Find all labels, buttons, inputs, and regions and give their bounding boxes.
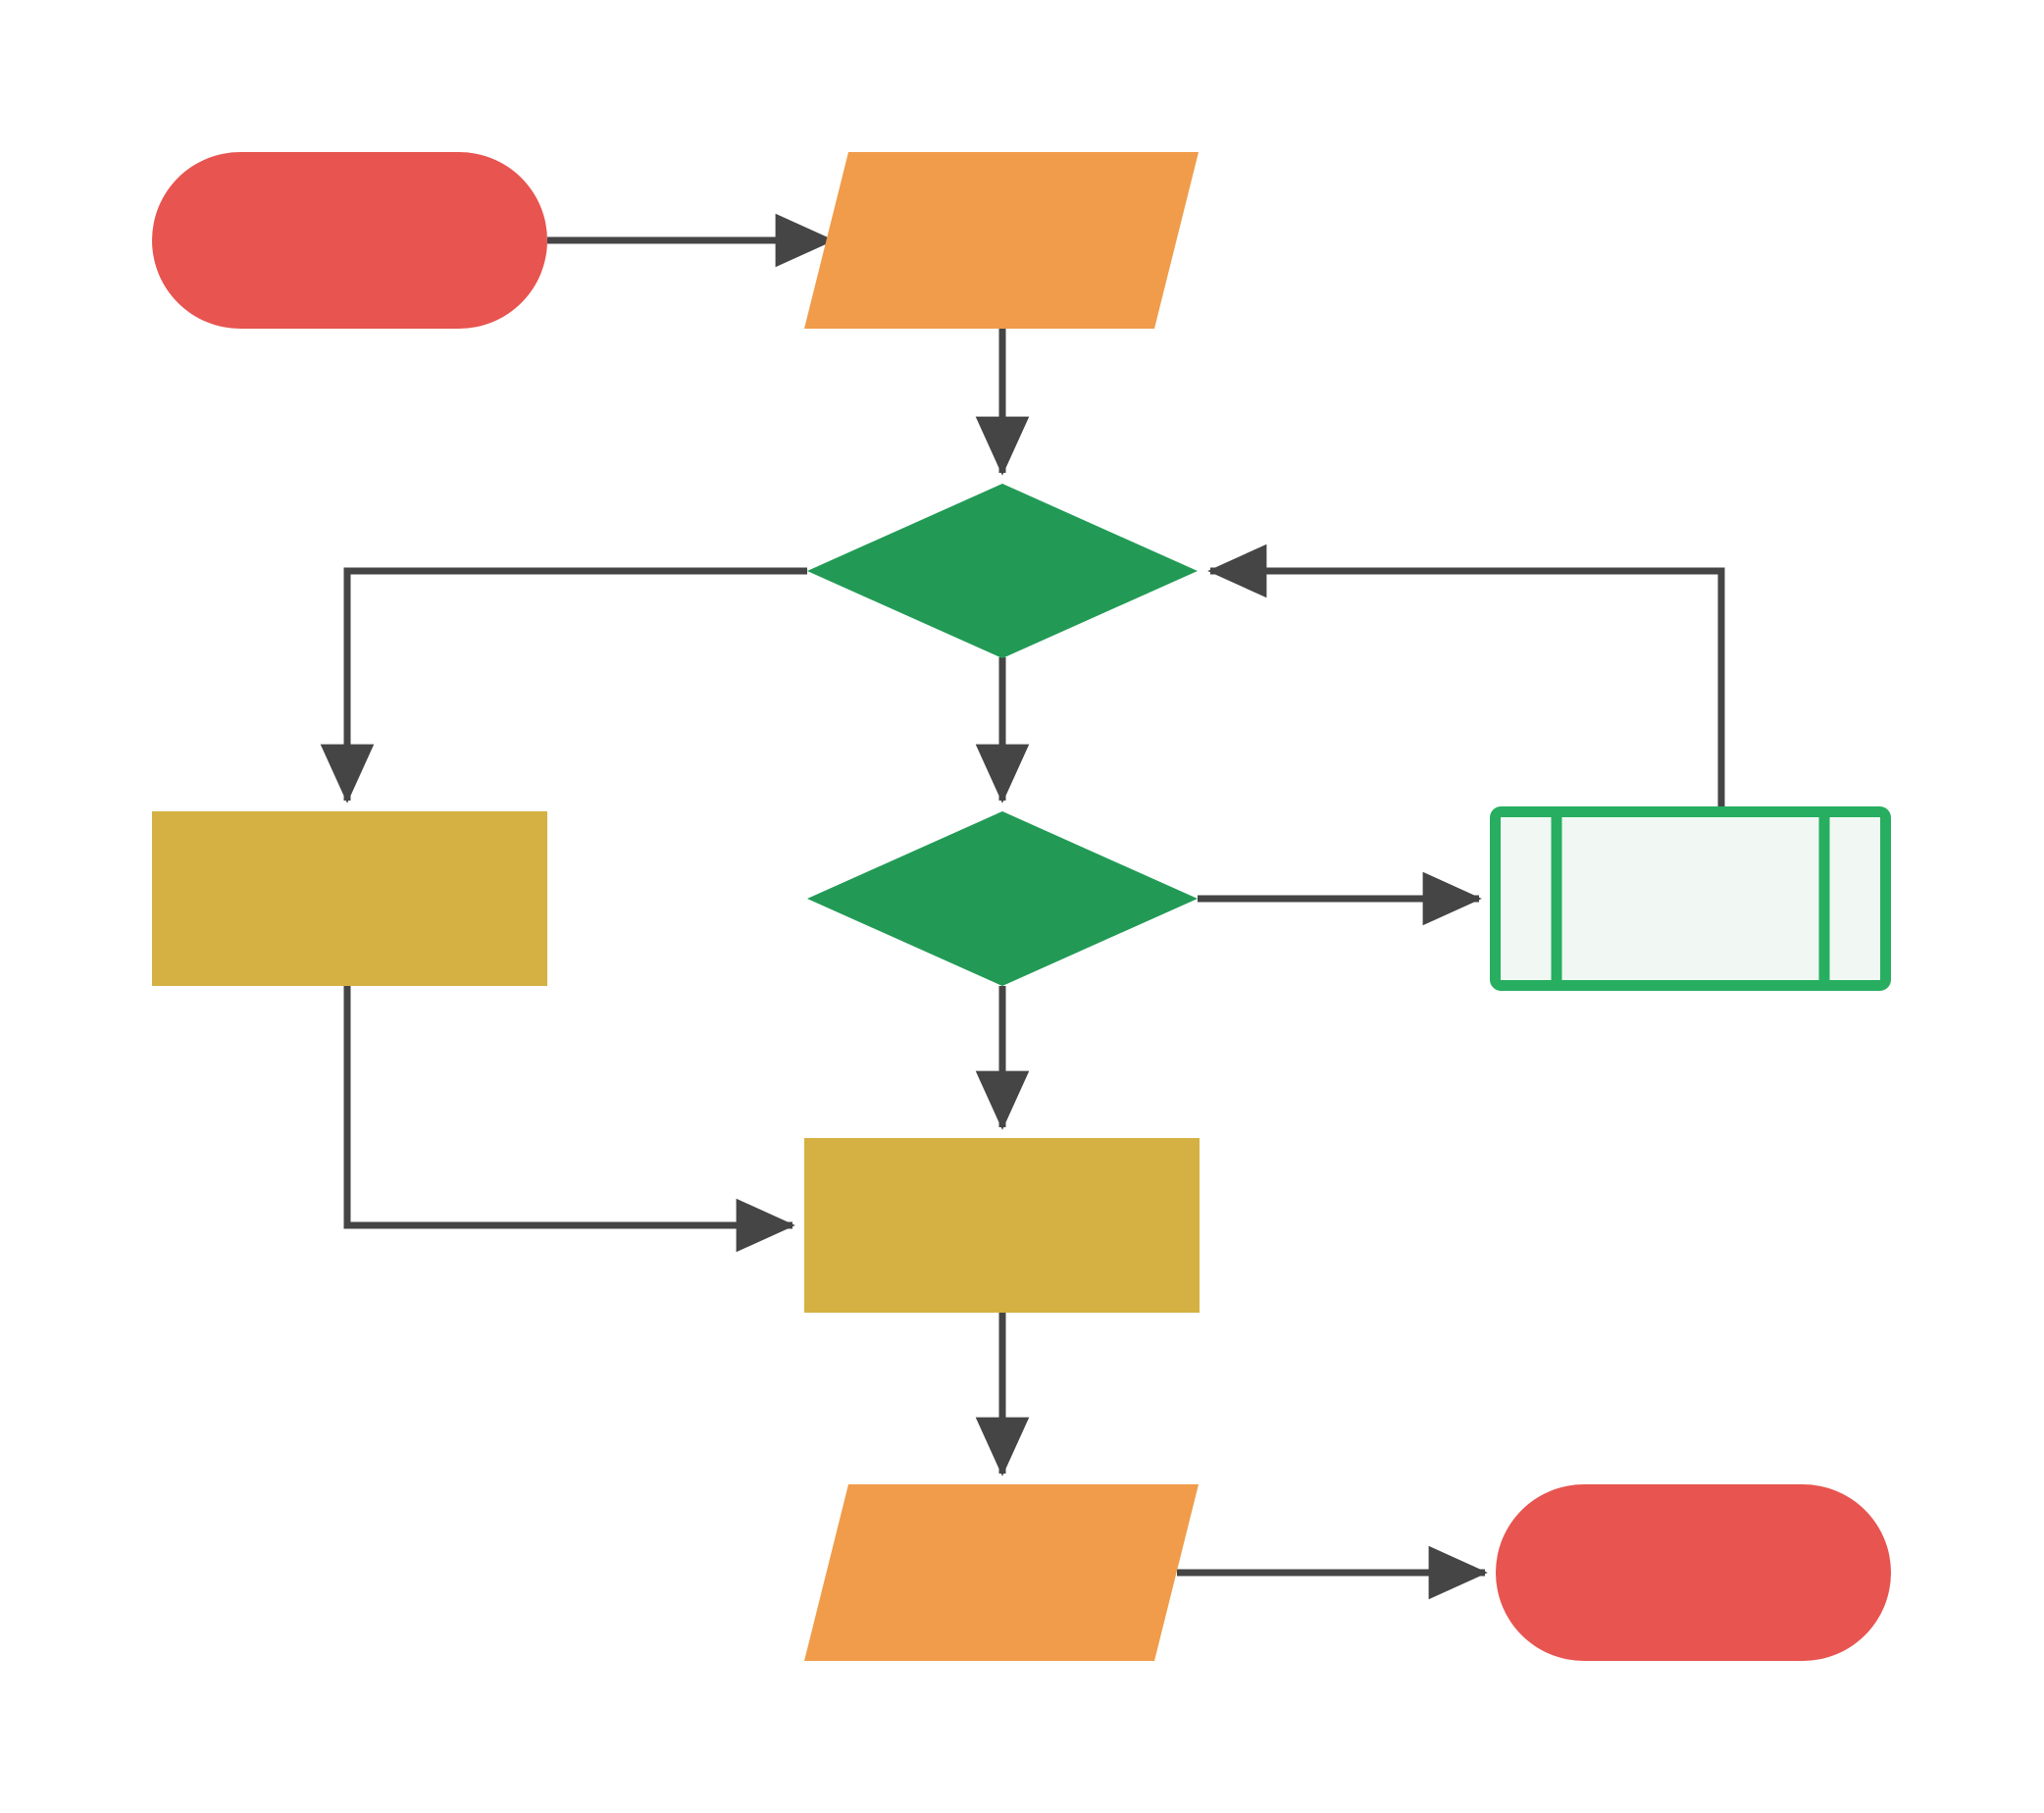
node-process-center[interactable]	[804, 1138, 1200, 1313]
node-decision-1[interactable]	[807, 484, 1198, 658]
edge-subroutine-to-decision-1	[1207, 544, 1725, 806]
node-subroutine[interactable]	[1490, 806, 1891, 991]
node-input-shape[interactable]	[804, 152, 1199, 329]
node-end-shape[interactable]	[1496, 1484, 1891, 1661]
node-process-left[interactable]	[152, 811, 547, 986]
edge-decision-1-to-process-left	[320, 567, 807, 803]
node-output[interactable]	[804, 1484, 1199, 1661]
node-layer	[152, 152, 1891, 1661]
node-decision-1-shape[interactable]	[807, 484, 1198, 658]
edge-layer	[320, 213, 1725, 1600]
node-process-center-shape[interactable]	[804, 1138, 1200, 1313]
edge-process-left-to-process-center	[343, 986, 795, 1253]
node-end[interactable]	[1496, 1484, 1891, 1661]
node-input[interactable]	[804, 152, 1199, 329]
node-start-shape[interactable]	[152, 152, 547, 329]
node-start[interactable]	[152, 152, 547, 329]
node-decision-2-shape[interactable]	[807, 811, 1198, 986]
node-output-shape[interactable]	[804, 1484, 1199, 1661]
node-subroutine-shape[interactable]	[1490, 806, 1891, 991]
node-process-left-shape[interactable]	[152, 811, 547, 986]
node-decision-2[interactable]	[807, 811, 1198, 986]
